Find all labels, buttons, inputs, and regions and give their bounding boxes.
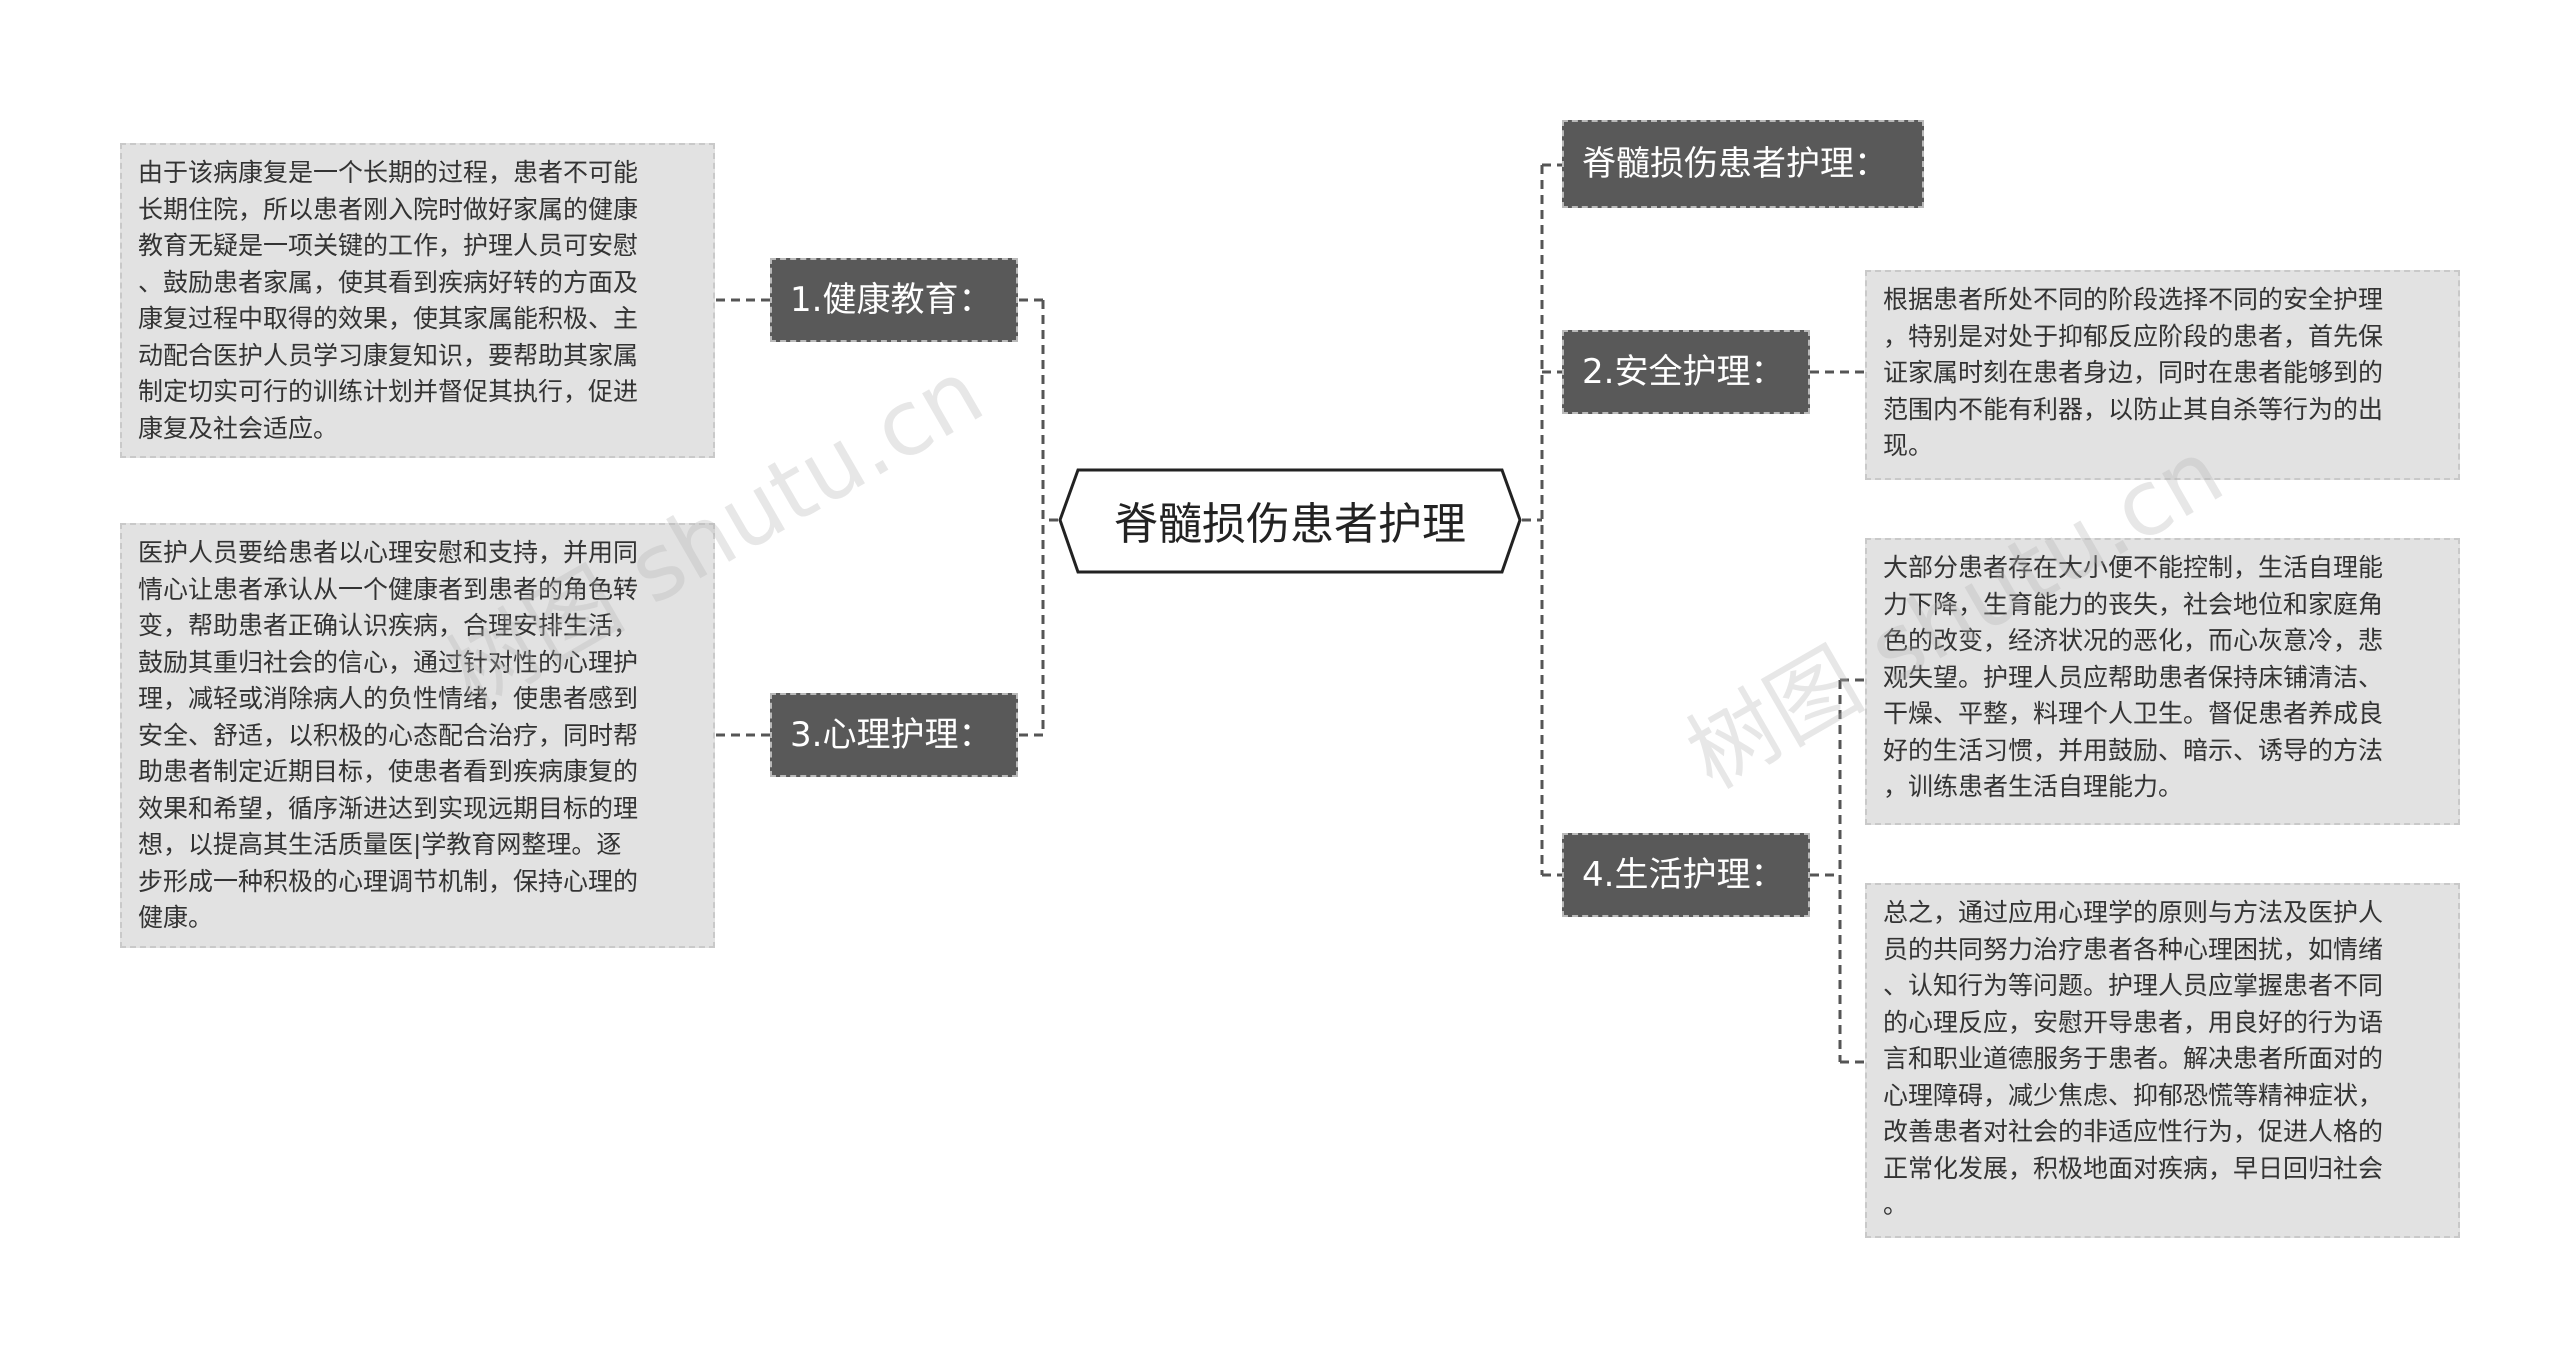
branch-nursing-title-label: 脊髓损伤患者护理： <box>1582 144 1888 184</box>
branch-health-education-label: 1.健康教育： <box>790 280 993 320</box>
life-care-detail-2: 总之，通过应用心理学的原则与方法及医护人 员的共同努力治疗患者各种心理困扰，如情… <box>1865 883 2460 1238</box>
branch-health-education[interactable]: 1.健康教育： <box>770 258 1018 342</box>
branch-psych-care[interactable]: 3.心理护理： <box>770 693 1018 777</box>
branch-safety-care[interactable]: 2.安全护理： <box>1562 330 1810 414</box>
safety-care-detail: 根据患者所处不同的阶段选择不同的安全护理 ，特别是对处于抑郁反应阶段的患者，首先… <box>1865 270 2460 480</box>
branch-nursing-title[interactable]: 脊髓损伤患者护理： <box>1562 120 1924 208</box>
branch-life-care[interactable]: 4.生活护理： <box>1562 833 1810 917</box>
health-education-detail: 由于该病康复是一个长期的过程，患者不可能 长期住院，所以患者刚入院时做好家属的健… <box>120 143 715 458</box>
life-care-detail-1: 大部分患者存在大小便不能控制，生活自理能 力下降，生育能力的丧失，社会地位和家庭… <box>1865 538 2460 825</box>
psych-care-detail: 医护人员要给患者以心理安慰和支持，并用同 情心让患者承认从一个健康者到患者的角色… <box>120 523 715 948</box>
branch-life-care-label: 4.生活护理： <box>1582 855 1785 895</box>
root-title: 脊髓损伤患者护理 <box>1114 499 1466 550</box>
branch-psych-care-label: 3.心理护理： <box>790 715 993 755</box>
branch-safety-care-label: 2.安全护理： <box>1582 352 1785 392</box>
